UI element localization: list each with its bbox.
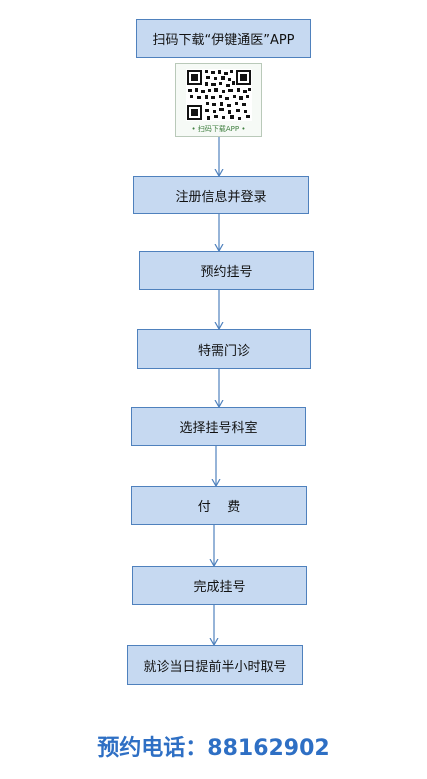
step-select-department: 选择挂号科室 [131,407,306,446]
step-booking-complete: 完成挂号 [132,566,307,605]
step-check-in: 就诊当日提前半小时取号 [127,645,303,685]
step-register-login: 注册信息并登录 [133,176,309,214]
step-special-clinic: 特需门诊 [137,329,311,369]
phone-label: 预约电话： [97,736,208,761]
qr-code-image: • 扫码下载APP • [175,63,262,137]
step-book-appointment: 预约挂号 [139,251,314,290]
step-payment: 付 费 [131,486,307,525]
qr-code-icon [186,69,252,121]
booking-phone: 预约电话：88162902 [0,730,427,762]
phone-number: 88162902 [207,736,330,761]
qr-caption: • 扫码下载APP • [191,125,246,133]
step-download-app: 扫码下载“伊键通医”APP [136,19,311,58]
